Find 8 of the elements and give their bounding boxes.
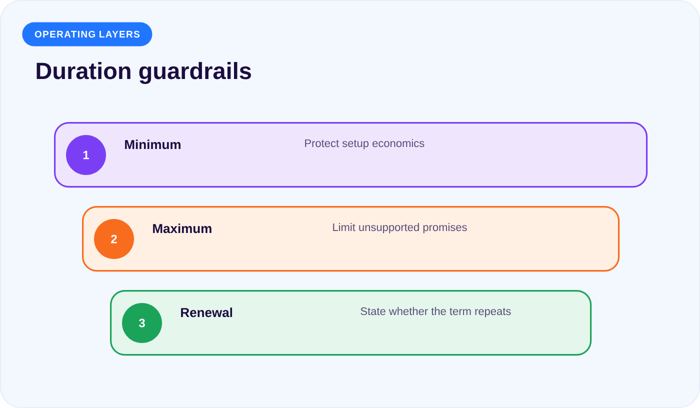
layer-heading: Renewal: [181, 308, 232, 318]
layer-description: State whether the term repeats: [360, 307, 511, 318]
title: Duration guardrails: [36, 62, 251, 84]
badge: OPERATING LAYERS: [22, 22, 152, 46]
layer-description: Limit unsupported promises: [333, 223, 467, 234]
layer-heading: Maximum: [153, 224, 212, 234]
layer-description: Protect setup economics: [305, 139, 424, 150]
layer-heading: Minimum: [125, 140, 180, 150]
